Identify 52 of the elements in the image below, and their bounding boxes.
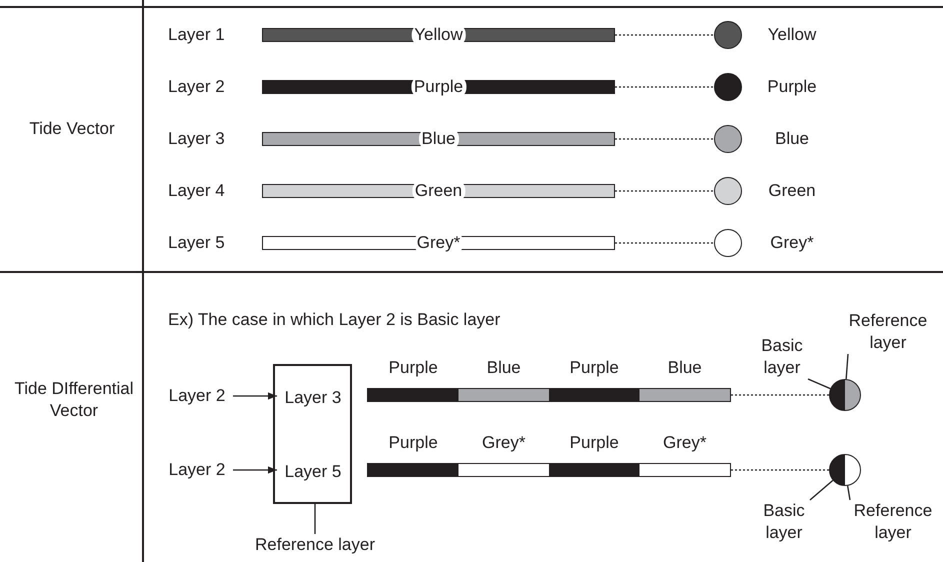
segment-label: Blue [668,357,702,379]
layer-label: Layer 3 [168,128,226,150]
segment-label: Purple [570,357,619,379]
text-label: Layer 3 [277,387,349,409]
color-label: Grey* [769,232,815,254]
text-label: Basic layer [756,335,808,379]
color-label: Yellow [766,24,818,46]
text-label: Basic layer [758,500,810,544]
layer-label: Layer 4 [168,180,226,202]
text-label: Layer 2 [161,459,233,481]
example-note: Ex) The case in which Layer 2 is Basic layer [168,309,502,331]
dotted-connector [731,469,829,471]
segment-label: Grey* [663,432,706,454]
row-header: Tide Vector [28,118,116,140]
leader-line [808,378,831,390]
color-label: Green [767,180,817,202]
segment-label: Grey* [482,432,526,454]
dotted-connector [731,394,829,396]
segment-label: Purple [570,432,619,454]
leader-line [846,354,849,380]
segment-label: Purple [388,357,438,379]
circle-marker [714,125,742,153]
circle-marker [714,73,742,101]
arrow [233,466,277,474]
text-label: Reference layer [850,500,936,544]
circle-marker [714,229,742,257]
leader-line [810,480,834,500]
split-circle-marker [829,454,861,486]
circle-marker [714,177,742,205]
dotted-connector [615,190,714,192]
row-header: Tide DIfferential Vector [13,378,135,422]
color-label: Purple [766,76,818,98]
dotted-connector [615,242,714,244]
arrow [233,392,277,400]
bracket-box [273,364,352,504]
split-circle-marker [829,379,861,411]
segment-label: Blue [486,357,521,379]
text-label: Layer 2 [161,385,233,407]
leader-line [846,486,851,500]
leader-line [314,504,316,534]
text-label: Reference layer [848,310,928,354]
text-label: Reference layer [245,534,385,556]
layer-label: Layer 1 [168,24,226,46]
layer-label: Layer 2 [168,76,226,98]
dotted-connector [615,86,714,88]
color-label: Blue [774,128,810,150]
text-label: Layer 5 [277,461,349,483]
layer-label: Layer 5 [168,232,226,254]
segment-label: Purple [388,432,438,454]
dotted-connector [615,34,714,36]
dotted-connector [615,138,714,140]
circle-marker [714,21,742,49]
